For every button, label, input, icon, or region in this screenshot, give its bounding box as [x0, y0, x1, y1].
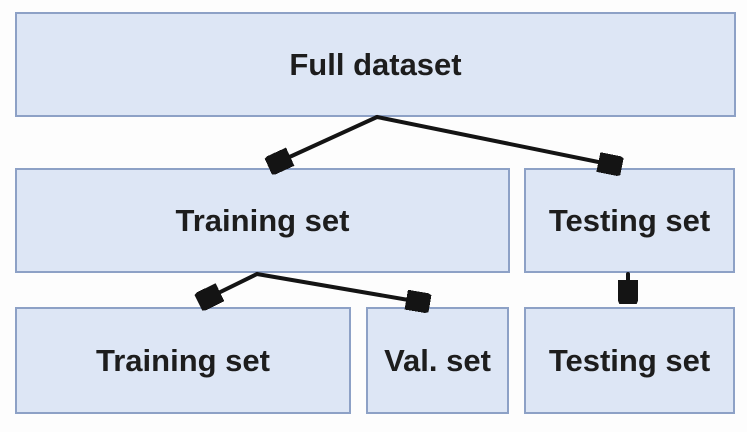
node-training-set-mid: Training set — [15, 168, 510, 273]
node-full-dataset-label: Full dataset — [289, 46, 462, 82]
arrow-training-to-val — [255, 272, 426, 303]
node-testing-set-bottom-label: Testing set — [548, 342, 711, 378]
arrow-full-to-training — [272, 115, 379, 165]
node-full-dataset: Full dataset — [15, 12, 736, 117]
arrow-training-to-training — [202, 272, 259, 301]
node-training-set-bottom: Training set — [15, 307, 351, 414]
node-val-set-bottom-label: Val. set — [384, 342, 491, 378]
node-training-set-bottom-label: Training set — [96, 342, 270, 378]
node-training-set-mid-label: Training set — [175, 202, 350, 238]
node-testing-set-bottom: Testing set — [524, 307, 735, 414]
node-testing-set-mid-label: Testing set — [548, 202, 711, 238]
arrow-full-to-testing — [375, 115, 618, 166]
node-testing-set-mid: Testing set — [524, 168, 735, 273]
node-val-set-bottom: Val. set — [366, 307, 509, 414]
